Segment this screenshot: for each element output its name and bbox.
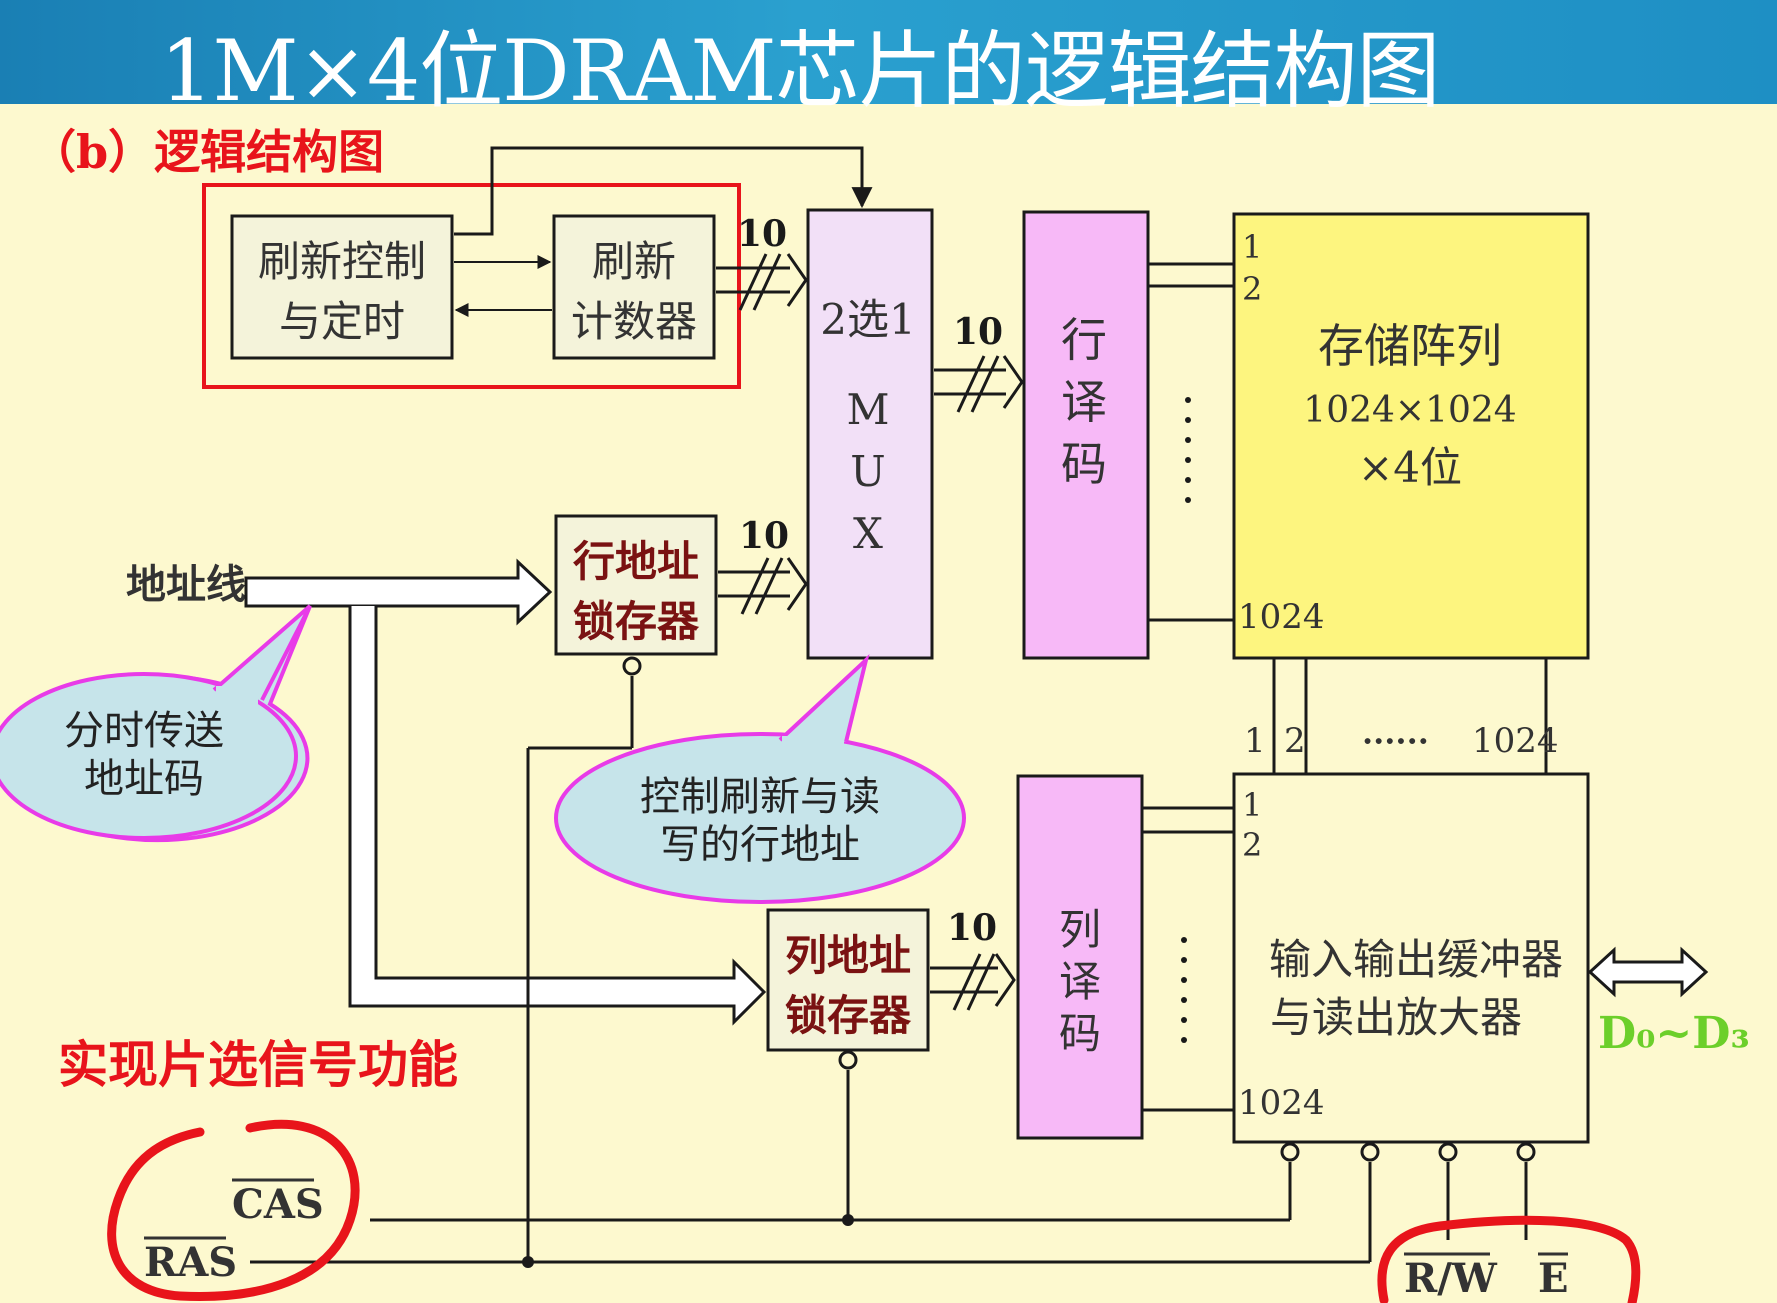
subtitle: （b）逻辑结构图 — [30, 125, 384, 179]
control-lines — [250, 676, 1528, 1264]
io-buffer-label-2: 与读出放大器 — [1270, 993, 1522, 1042]
refresh-control-label-1: 刷新控制 — [258, 237, 426, 286]
row-dots — [1185, 397, 1191, 503]
callout-mux-body — [554, 732, 966, 904]
callout-time-mux-line-1: 分时传送 — [64, 708, 224, 754]
red-circle-rw-e — [1377, 1215, 1641, 1303]
e-label: E — [1538, 1255, 1569, 1302]
row-latch-label-2: 锁存器 — [573, 597, 700, 646]
row-decoder-label-3: 码 — [1061, 437, 1107, 491]
io-buffer-block — [1232, 772, 1590, 1144]
column-decoder-label-1: 列 — [1059, 905, 1101, 954]
data-bus-arrow — [1587, 946, 1709, 998]
mux-block — [806, 208, 934, 660]
chip-select-note: 实现片选信号功能 — [58, 1036, 458, 1094]
cas-label: CAS — [232, 1181, 324, 1228]
row-wordlines — [1148, 262, 1234, 622]
bus-width-rowlatch: 10 — [739, 515, 789, 557]
refresh-control-label-2: 与定时 — [279, 297, 405, 346]
title-bar — [0, 0, 1777, 104]
row-decoder-label-1: 行 — [1061, 313, 1107, 367]
mux-label-4: X — [853, 509, 883, 558]
rw-label: R/W — [1404, 1255, 1498, 1302]
bitline-2: 2 — [1284, 721, 1306, 761]
junction-dots — [522, 1214, 854, 1268]
mux-label-1: 2选1 — [820, 295, 915, 344]
address-bus-row — [244, 558, 553, 626]
bus-mux-to-rowdecoder — [934, 355, 1024, 413]
row-decoder-label-2: 译 — [1061, 375, 1107, 429]
bus-width-mux: 10 — [953, 311, 1003, 353]
bitline-1: 1 — [1244, 721, 1266, 761]
row-address-latch-block — [554, 514, 718, 656]
io-row-2: 2 — [1242, 826, 1262, 864]
bitline-1024: 1024 — [1472, 721, 1559, 761]
column-decoder-block — [1016, 774, 1144, 1140]
bus-counter-to-mux — [716, 253, 808, 311]
bus-width-counter: 10 — [737, 213, 787, 255]
column-decoder-label-2: 译 — [1059, 957, 1101, 1006]
refresh-highlight — [202, 183, 741, 389]
mux-label-2: M — [846, 385, 889, 434]
refresh-counter-label-1: 刷新 — [592, 237, 676, 286]
row-decoder-block — [1022, 210, 1150, 660]
column-decoder-label-3: 码 — [1059, 1009, 1101, 1058]
io-row-1: 1 — [1242, 786, 1262, 824]
callout-mux-tail — [778, 653, 870, 743]
col-latch-label-2: 锁存器 — [785, 991, 912, 1040]
column-lines — [1142, 806, 1234, 1112]
array-row-1024: 1024 — [1238, 597, 1325, 637]
inversion-bubbles — [622, 656, 1536, 1162]
callout-mux-line-1: 控制刷新与读 — [640, 774, 880, 820]
callout-time-mux-body — [0, 672, 298, 840]
refresh-control-block — [230, 214, 454, 360]
address-bus-col — [348, 606, 767, 1026]
col-latch-label-1: 列地址 — [785, 931, 911, 980]
red-circle-cas-ras — [107, 1119, 360, 1301]
callout-mux-mask — [782, 736, 844, 752]
data-pins-label: D₀~D₃ — [1598, 1008, 1750, 1059]
array-row-1: 1 — [1242, 228, 1262, 266]
page-title: 1M×4位DRAM芯片的逻辑结构图 — [160, 22, 1441, 120]
array-row-2: 2 — [1242, 270, 1262, 308]
bus-collatch-to-coldecoder — [930, 953, 1016, 1011]
memory-array-label-1: 存储阵列 — [1318, 319, 1502, 373]
memory-array-label-2: 1024×1024 — [1303, 390, 1516, 431]
memory-array-label-3: ×4位 — [1358, 443, 1462, 492]
row-latch-label-1: 行地址 — [573, 537, 699, 586]
refresh-counter-label-2: 计数器 — [571, 297, 697, 346]
bus-rowlatch-to-mux — [718, 557, 808, 615]
io-row-1024: 1024 — [1238, 1083, 1325, 1123]
column-address-latch-block — [766, 908, 930, 1052]
bitline-dots: ······ — [1362, 722, 1429, 760]
mux-label-3: U — [850, 447, 885, 496]
bus-width-collatch: 10 — [947, 907, 997, 949]
bitlines — [1272, 658, 1548, 774]
ras-label: RAS — [144, 1239, 237, 1286]
refresh-select-line — [454, 146, 873, 236]
refresh-counter-block — [552, 214, 716, 360]
memory-array-block — [1232, 212, 1590, 660]
address-line-label: 地址线 — [126, 561, 246, 608]
callout-time-mux-mask — [216, 686, 258, 706]
column-dots — [1181, 937, 1187, 1043]
callout-mux-line-2: 写的行地址 — [660, 822, 860, 868]
callout-time-mux-line-2: 地址码 — [84, 756, 204, 802]
callout-time-mux-tail — [212, 604, 312, 701]
io-buffer-label-1: 输入输出缓冲器 — [1269, 935, 1563, 984]
